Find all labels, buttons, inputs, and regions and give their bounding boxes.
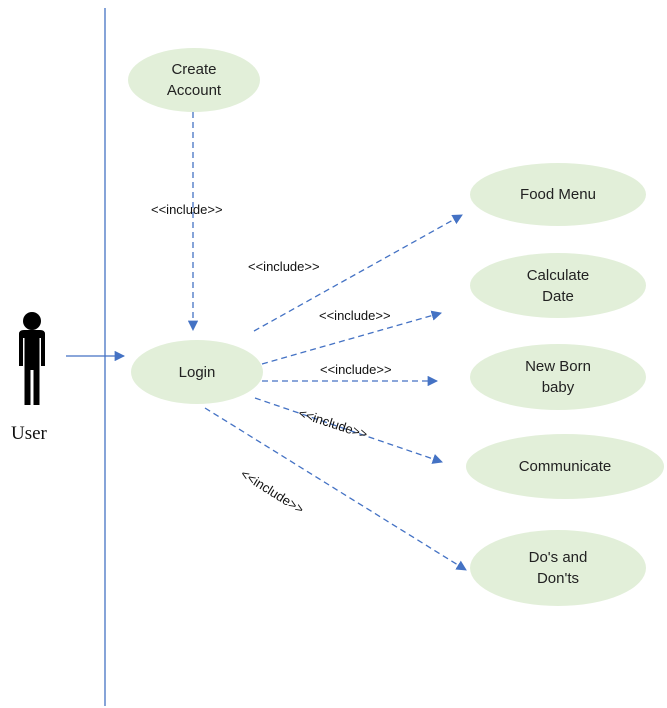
- usecase-dos-and-donts[interactable]: Do's and Don'ts: [470, 530, 646, 606]
- include-label-new-born-baby: <<include>>: [320, 362, 392, 377]
- communicate-include-arrow: [254, 397, 443, 464]
- usecase-new-born-baby[interactable]: New Born baby: [470, 344, 646, 410]
- usecase-calculate-date[interactable]: Calculate Date: [470, 253, 646, 318]
- include-label-calculate-date: <<include>>: [319, 308, 391, 323]
- usecase-login[interactable]: Login: [131, 340, 263, 404]
- usecase-create-account[interactable]: Create Account: [128, 48, 260, 112]
- usecase-food-menu[interactable]: Food Menu: [470, 163, 646, 226]
- calculate-date-include-arrow: [261, 310, 443, 365]
- include-label-food-menu: <<include>>: [248, 259, 320, 274]
- dos-and-donts-include-arrow: [204, 407, 467, 571]
- include-label-create-account: <<include>>: [151, 202, 223, 217]
- stick-figure-icon: [19, 312, 45, 405]
- usecase-communicate[interactable]: Communicate: [466, 434, 664, 499]
- actor-label: User: [11, 423, 47, 444]
